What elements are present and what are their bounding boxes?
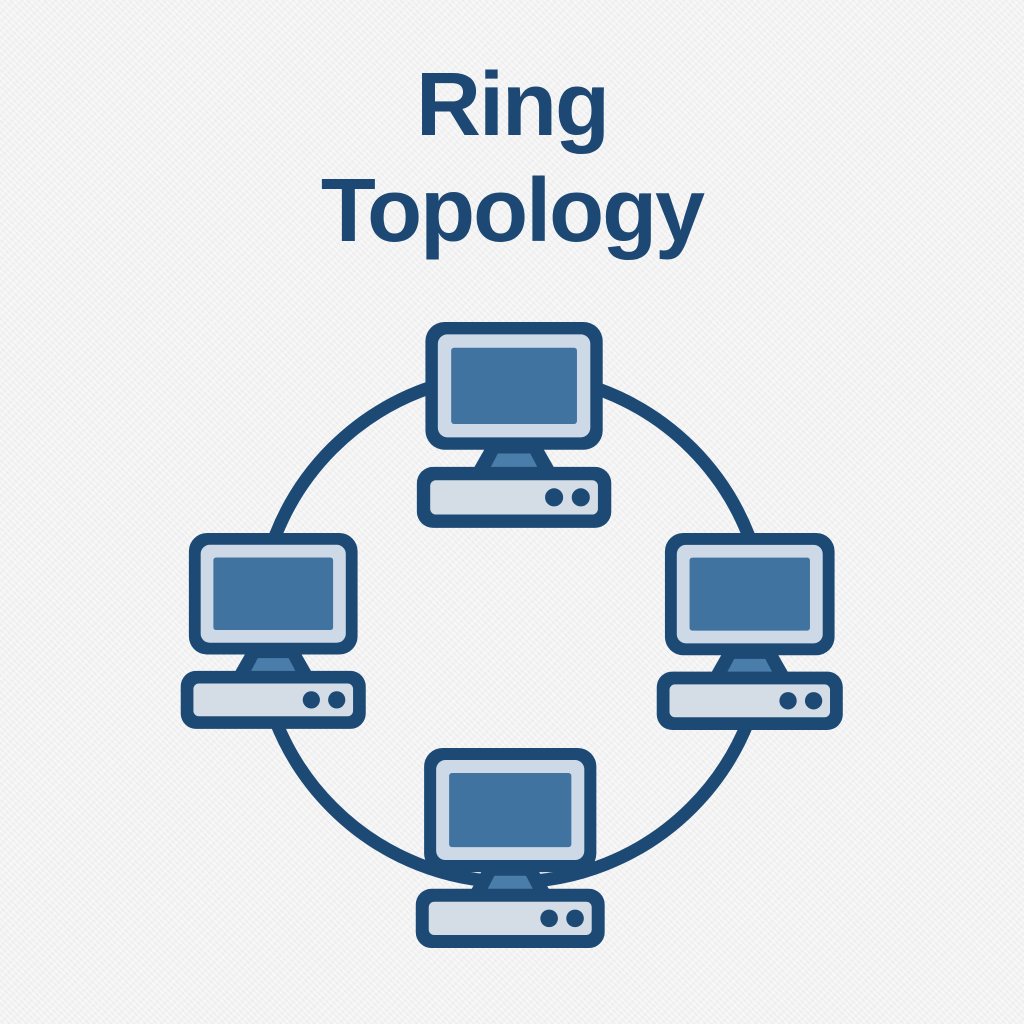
computer-node-right <box>656 533 843 730</box>
title-line-1: Ring <box>416 55 610 155</box>
title-line-2: Topology <box>320 161 705 261</box>
computer-node-top <box>416 322 612 528</box>
computer-node-bottom <box>415 748 605 949</box>
computer-node-left <box>180 533 366 729</box>
diagram-title: Ring Topology <box>0 52 1024 264</box>
